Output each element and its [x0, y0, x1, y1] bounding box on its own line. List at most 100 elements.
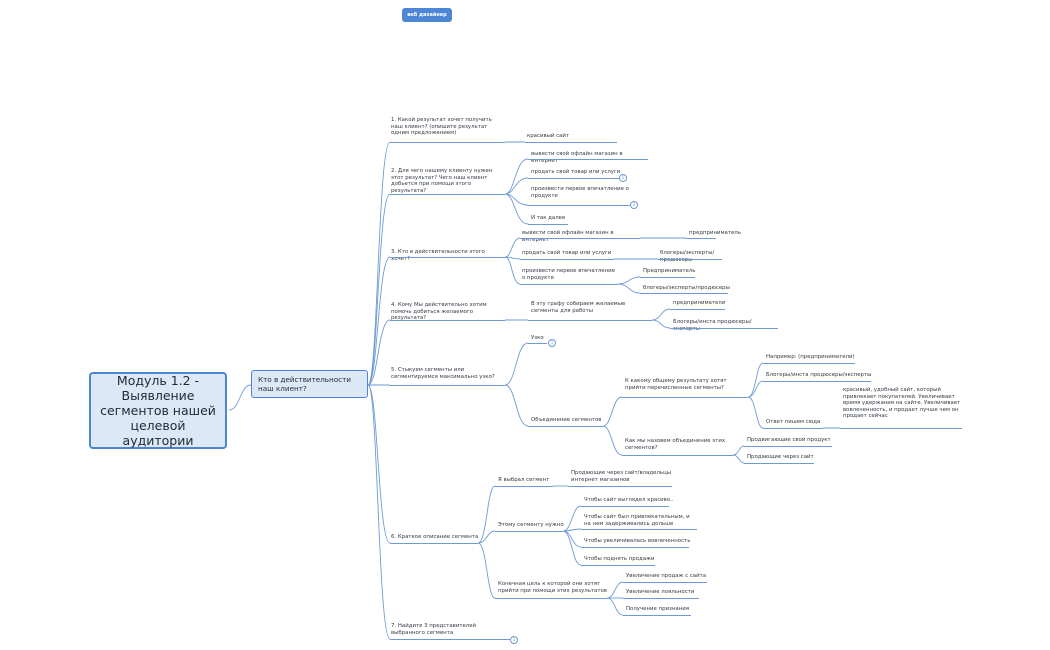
topic-underline — [528, 178, 620, 179]
topic-underline — [670, 309, 725, 310]
connector — [747, 362, 764, 398]
topic-q2-d[interactable]: И так далее — [531, 215, 566, 221]
topic-q3[interactable]: 3. Кто в действительности этого хочет? — [391, 249, 485, 262]
collapse-badge[interactable]: 1 — [510, 636, 518, 644]
topic-underline — [390, 257, 505, 258]
topic-underline — [658, 259, 722, 260]
topic-q5-b2-b[interactable]: Продающие через сайт — [747, 454, 814, 460]
topic-q3-b1[interactable]: блогеры/эксперты/продюсеры — [660, 250, 715, 263]
connector — [732, 445, 745, 456]
topic-underline — [528, 426, 603, 427]
topic-q1[interactable]: 1. Какой результат хочет получить наш кл… — [391, 117, 492, 137]
topic-underline — [528, 343, 547, 344]
topic-q2[interactable]: 2. Для чего нашему клиенту нужен этот ре… — [391, 168, 493, 194]
connector — [602, 425, 623, 456]
topic-underline — [528, 205, 630, 206]
connector — [367, 141, 391, 386]
topic-underline — [622, 455, 733, 456]
topic-q5-b2-a[interactable]: Продвигающие свой продукт — [747, 437, 831, 443]
topic-q2-c[interactable]: произвести первое впечатление о продукте — [531, 186, 629, 199]
topic-q7[interactable]: 7. Найдите 3 представителей выбранного с… — [391, 623, 477, 636]
connector — [504, 177, 529, 195]
collapse-badge[interactable]: 1 — [548, 339, 556, 347]
topic-q4-a2[interactable]: Блогеры/инста продюсеры/эксперты — [673, 319, 752, 332]
category-tag[interactable]: веб дизайнер — [402, 8, 452, 22]
topic-underline — [763, 381, 871, 382]
topic-q6-b4[interactable]: Чтобы поднять продажи — [584, 556, 655, 562]
connector — [562, 505, 582, 532]
topic-underline — [640, 277, 695, 278]
topic-underline — [520, 238, 640, 239]
topic-underline — [670, 328, 778, 329]
topic-q3-c[interactable]: произвести первое впечатление о продукте — [522, 268, 615, 281]
topic-q6-c2[interactable]: Увеличение лояльности — [626, 589, 695, 595]
connector — [602, 396, 623, 427]
topic-underline — [623, 582, 707, 583]
topic-q3-c1[interactable]: Предприниматель — [643, 268, 696, 274]
connector — [617, 276, 641, 285]
topic-underline — [390, 385, 505, 386]
topic-underline — [390, 543, 478, 544]
topic-q2-b[interactable]: продать свой товар или услуги — [531, 169, 621, 175]
topic-q2-a[interactable]: вывести свой офлайн магазин в интернет — [531, 151, 623, 164]
topic-underline — [520, 284, 618, 285]
connector — [504, 158, 529, 195]
topic-q5[interactable]: 5. Стыкуем сегменты или сегментируемся м… — [391, 367, 495, 380]
topic-q6-a[interactable]: Я выбрал сегмент — [498, 477, 550, 483]
topic-q5-b1-a[interactable]: Например: (предприниматели) — [766, 354, 855, 360]
topic-q5-b[interactable]: Объединение сегментов — [531, 417, 602, 423]
topic-underline — [390, 194, 505, 195]
topic-underline — [744, 446, 832, 447]
connector — [606, 581, 624, 599]
topic-q6-b1[interactable]: Чтобы сайт выглядел красиво.. — [584, 497, 674, 503]
connector — [367, 319, 391, 386]
topic-underline — [581, 547, 689, 548]
topic-q4-a[interactable]: В эту графу собираем желаемые сегменты д… — [531, 301, 626, 314]
topic-q5-b1-c1[interactable]: красивый, удобный сайт, который привлека… — [843, 387, 961, 420]
topic-q6-b[interactable]: Этому сегменту нужно — [498, 522, 564, 528]
topic-q6-c[interactable]: Конечная цель к которой они хотят прийти… — [498, 581, 607, 594]
connector — [504, 237, 521, 258]
topic-underline — [568, 486, 672, 487]
topic-q6-c3[interactable]: Получение признания — [626, 606, 689, 612]
topic-q5-b2[interactable]: Как мы назовем объединение этих сегменто… — [625, 438, 726, 451]
topic-underline — [622, 397, 748, 398]
topic-q6-b2[interactable]: Чтобы сайт был привлекательным, и на нем… — [584, 514, 690, 527]
topic-underline — [840, 428, 962, 429]
topic-q5-b1[interactable]: К какому общему результату хотят прийти … — [625, 378, 727, 391]
topic-underline — [495, 531, 563, 532]
central-topic-node[interactable]: Кто в действительности наш клиент? — [251, 370, 368, 398]
connector — [477, 530, 496, 544]
topic-q5-a[interactable]: Узко — [531, 335, 544, 341]
collapse-badge[interactable]: 1 — [619, 174, 627, 182]
connector — [504, 342, 529, 386]
topic-underline — [390, 320, 505, 321]
topic-q3-b[interactable]: продать свой товар или услуги — [522, 250, 612, 256]
topic-q3-a1[interactable]: предприниматель — [689, 230, 741, 236]
topic-q6-b3[interactable]: Чтобы увеличивалась вовлеченность — [584, 538, 691, 544]
topic-q3-a[interactable]: вывести свой офлайн магазин в интернет — [522, 230, 614, 243]
topic-underline — [623, 598, 699, 599]
connector — [651, 319, 671, 329]
root-node[interactable]: Модуль 1.2 - Выявление сегментов нашей ц… — [89, 372, 227, 449]
topic-underline — [528, 159, 648, 160]
topic-underline — [525, 142, 617, 143]
topic-q6-c1[interactable]: Увеличение продаж с сайта — [626, 573, 707, 579]
topic-underline — [763, 428, 823, 429]
collapse-badge[interactable]: 2 — [630, 201, 638, 209]
topic-q5-b1-b[interactable]: Блогеры/инста продюсеры/эксперты — [766, 372, 872, 378]
topic-q6[interactable]: 6. Краткое описание сегмента — [391, 534, 479, 540]
topic-q5-b1-c[interactable]: Ответ пишем сюда — [766, 419, 821, 425]
connector — [504, 193, 529, 225]
connector — [504, 384, 529, 427]
topic-q6-a1[interactable]: Продающие через сайт/владельцы интернет … — [571, 470, 672, 483]
topic-q3-c2[interactable]: блогеры/эксперты/продюсеры — [643, 285, 730, 291]
topic-q1-answer[interactable]: красивый сайт — [527, 133, 570, 139]
topic-q4[interactable]: 4. Кому Мы действительно хотим помочь до… — [391, 302, 487, 322]
topic-underline — [495, 486, 553, 487]
topic-underline — [581, 565, 655, 566]
topic-q4-a1[interactable]: предприниматели — [673, 300, 726, 306]
connector — [367, 384, 391, 544]
connector — [562, 530, 582, 548]
